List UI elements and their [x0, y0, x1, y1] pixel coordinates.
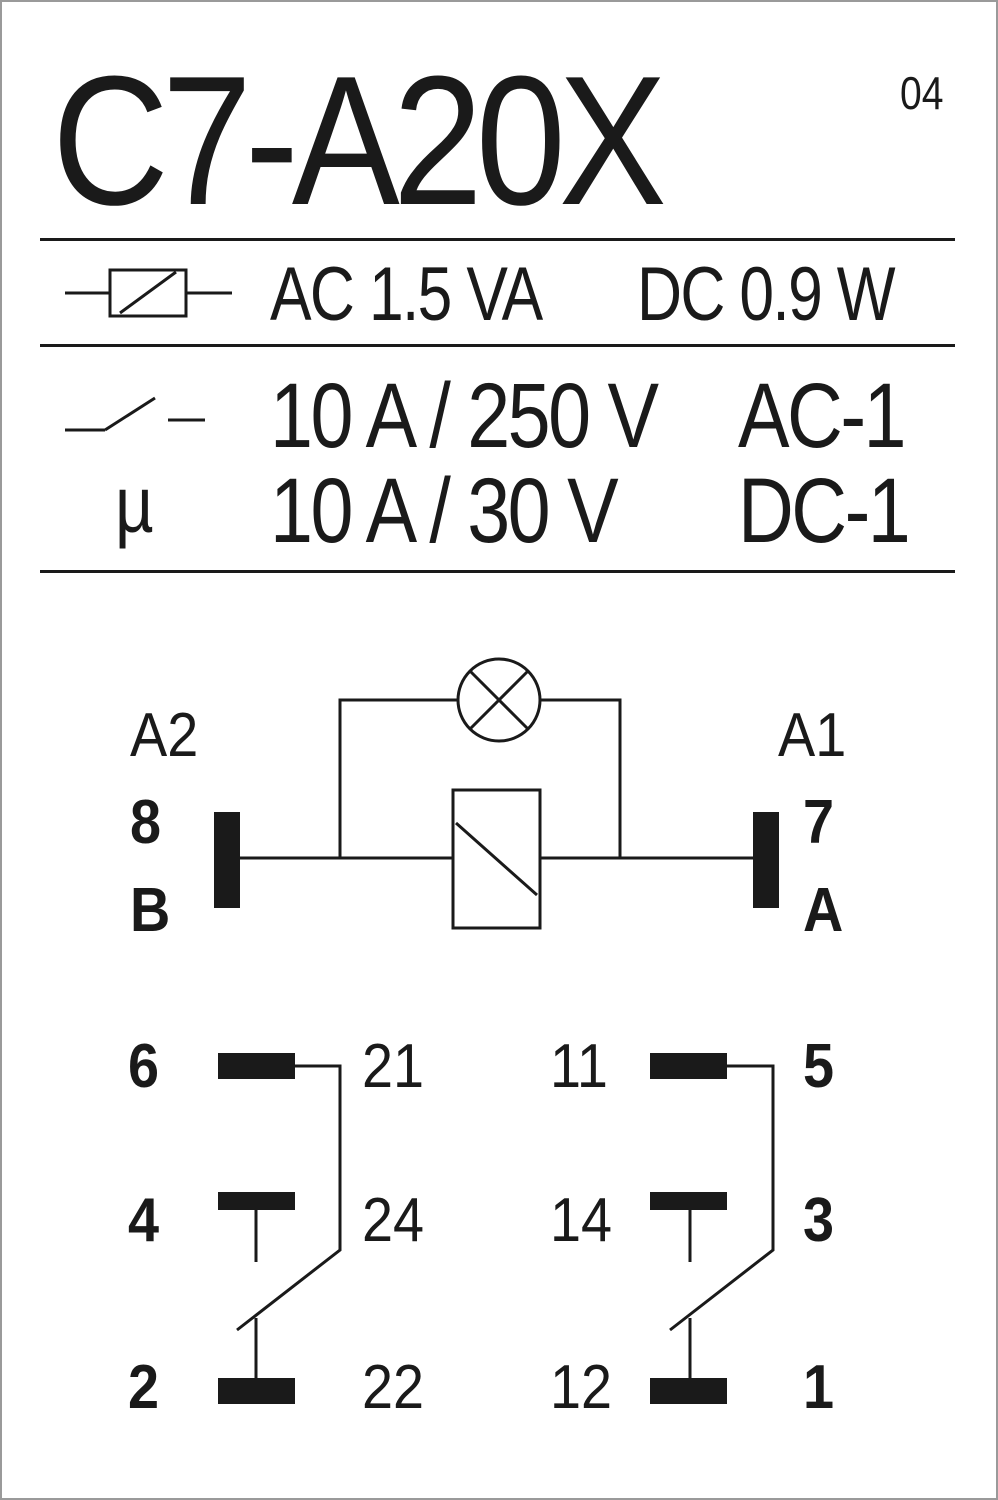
- indicator-lamp-icon: [456, 657, 542, 743]
- contact-bar-6: [218, 1053, 295, 1079]
- terminal-plate-b: [214, 812, 240, 908]
- rating-ac-current-voltage: 10 A / 250 V: [270, 365, 659, 467]
- pin-3-label: 3: [803, 1186, 835, 1255]
- terminal-21-label: 21: [362, 1032, 425, 1101]
- micro-contact-symbol: µ: [115, 460, 154, 549]
- terminal-11-label: 11: [550, 1032, 608, 1101]
- terminal-plate-a: [753, 812, 779, 908]
- pin-a-label: A: [803, 876, 844, 945]
- pin-7-label: 7: [803, 788, 835, 857]
- model-title: C7-A20X: [52, 37, 667, 243]
- divider-3: [40, 570, 955, 573]
- contact-bar-4: [218, 1192, 295, 1210]
- coil-circuit: [240, 657, 757, 930]
- terminal-22-label: 22: [362, 1353, 425, 1422]
- terminal-24-label: 24: [362, 1186, 425, 1255]
- coil-symbol-icon: [65, 268, 232, 318]
- pin-2-label: 2: [128, 1353, 160, 1422]
- contact-set-2-wiring: [669, 1064, 775, 1390]
- pin-b-label: B: [130, 876, 171, 945]
- contact-bar-3: [650, 1192, 727, 1210]
- rating-dc-category: DC-1: [738, 460, 911, 562]
- pin-6-label: 6: [128, 1032, 160, 1101]
- pin-5-label: 5: [803, 1032, 835, 1101]
- terminal-12-label: 12: [550, 1353, 613, 1422]
- rating-ac-category: AC-1: [738, 365, 907, 467]
- coil-ac-rating: AC 1.5 VA: [270, 252, 543, 337]
- pin-4-label: 4: [128, 1186, 160, 1255]
- rating-dc-current-voltage: 10 A / 30 V: [270, 460, 619, 562]
- contact-set-1-wiring: [236, 1064, 342, 1390]
- revision-number: 04: [900, 67, 944, 119]
- contact-symbol-icon: [65, 396, 205, 432]
- divider-1: [40, 238, 955, 241]
- pin-8-label: 8: [130, 788, 162, 857]
- contact-bar-1: [650, 1378, 727, 1404]
- terminal-a1-label: A1: [778, 701, 847, 770]
- contact-bar-2: [218, 1378, 295, 1404]
- divider-2: [40, 344, 955, 347]
- coil-dc-rating: DC 0.9 W: [637, 252, 896, 337]
- terminal-14-label: 14: [550, 1186, 613, 1255]
- terminal-a2-label: A2: [130, 701, 199, 770]
- pin-1-label: 1: [803, 1353, 835, 1422]
- contact-bar-5: [650, 1053, 727, 1079]
